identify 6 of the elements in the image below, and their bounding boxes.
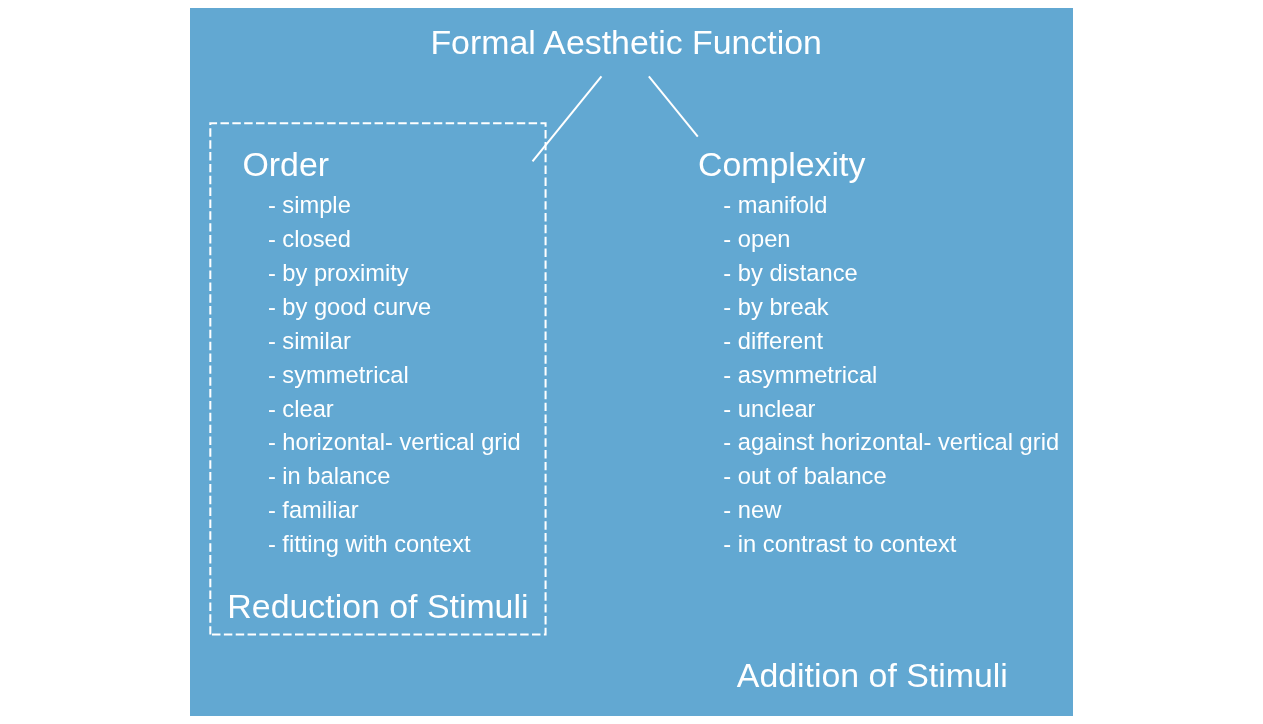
node-text: Order - simple - closed - by proximity - by good curve - similar - symmetrical - clear - horizontal- vertical grid - in balance - familiar - fitting with context — [242, 144, 521, 557]
node-text: Complexity - manifold - open - by distance - by break - different - asymmetrical - unclear - against horizontal- vertical grid - out of balance - new - in contrast to context — [697, 144, 1060, 557]
node-text: Formal Aesthetic Function — [430, 22, 822, 61]
connector — [648, 75, 699, 138]
label: Addition of Stimuli — [736, 656, 1008, 695]
connector — [531, 75, 603, 162]
